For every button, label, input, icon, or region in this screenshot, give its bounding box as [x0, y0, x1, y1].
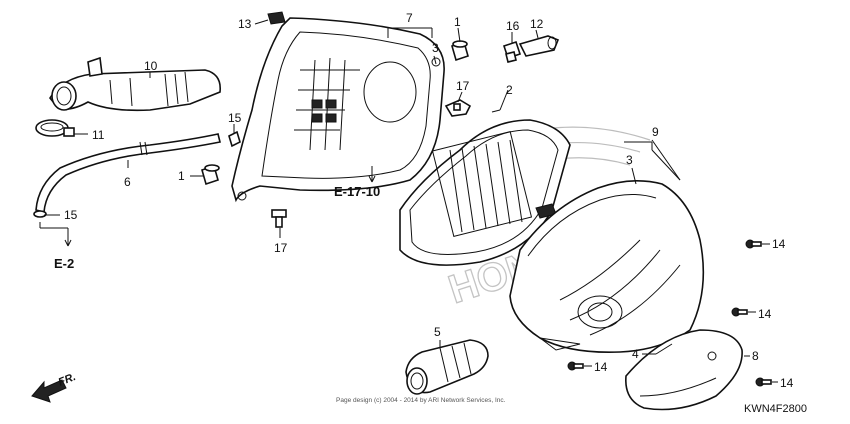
air-cleaner-case[interactable]: [231, 17, 445, 203]
callout-14: 14: [758, 307, 772, 321]
callout-17: 17: [274, 241, 288, 255]
cap[interactable]: [267, 11, 286, 25]
grommet-left[interactable]: [201, 164, 220, 186]
callout-15: 15: [64, 208, 78, 222]
front-label: FR.: [57, 371, 78, 389]
breather-hose[interactable]: [518, 35, 560, 57]
screw-c[interactable]: [567, 361, 584, 371]
tube-clip-lower[interactable]: [33, 210, 47, 218]
screw-b[interactable]: [731, 307, 748, 317]
drain-tube[interactable]: [35, 133, 221, 214]
lower-cover[interactable]: [625, 329, 743, 411]
grommet-top[interactable]: [451, 40, 469, 62]
ref-e-17-10: E-17-10: [334, 184, 380, 199]
callout-6: 6: [124, 175, 131, 189]
callout-10: 10: [144, 59, 158, 73]
callout-14: 14: [772, 237, 786, 251]
breather-fitting[interactable]: [502, 40, 522, 63]
callout-14: 14: [780, 376, 794, 390]
callout-5: 5: [434, 325, 441, 339]
air-cleaner-cover[interactable]: [509, 180, 705, 354]
air-filter-element[interactable]: [399, 119, 571, 266]
screw-a[interactable]: [745, 239, 762, 249]
callout-7: 7: [406, 11, 413, 25]
callout-1: 1: [454, 15, 461, 29]
hose-clamp[interactable]: [35, 119, 75, 137]
intake-tube[interactable]: [49, 56, 222, 112]
callout-1: 1: [178, 169, 185, 183]
callout-13: 13: [238, 17, 252, 31]
front-arrow: FR.: [31, 371, 78, 403]
diagram-code: KWN4F2800: [744, 403, 807, 415]
connecting-tube[interactable]: [405, 339, 489, 395]
callout-4: 4: [632, 347, 639, 361]
callout-labels: 1 1 2 3 3 4 5 6 7 8 9 10 11 12 13 14 14 …: [64, 11, 794, 390]
callout-9: 9: [652, 125, 659, 139]
ref-e-2: E-2: [54, 256, 74, 271]
copyright-text: Page design (c) 2004 - 2014 by ARI Netwo…: [336, 397, 506, 404]
callout-11: 11: [92, 128, 105, 142]
screw-d[interactable]: [755, 377, 772, 387]
callout-8: 8: [752, 349, 759, 363]
callout-14: 14: [594, 360, 608, 374]
callout-15: 15: [228, 111, 242, 125]
callout-3: 3: [626, 153, 633, 167]
leader-lines: [39, 19, 778, 383]
reference-labels: E-17-10 E-2: [54, 175, 380, 271]
callout-12: 12: [530, 17, 544, 31]
callout-2: 2: [506, 83, 513, 97]
callout-3: 3: [432, 41, 439, 55]
callout-17: 17: [456, 79, 470, 93]
bolt-upper[interactable]: [444, 99, 472, 117]
callout-16: 16: [506, 19, 520, 33]
tube-clip-upper[interactable]: [228, 130, 241, 148]
bolt-lower[interactable]: [271, 209, 287, 228]
